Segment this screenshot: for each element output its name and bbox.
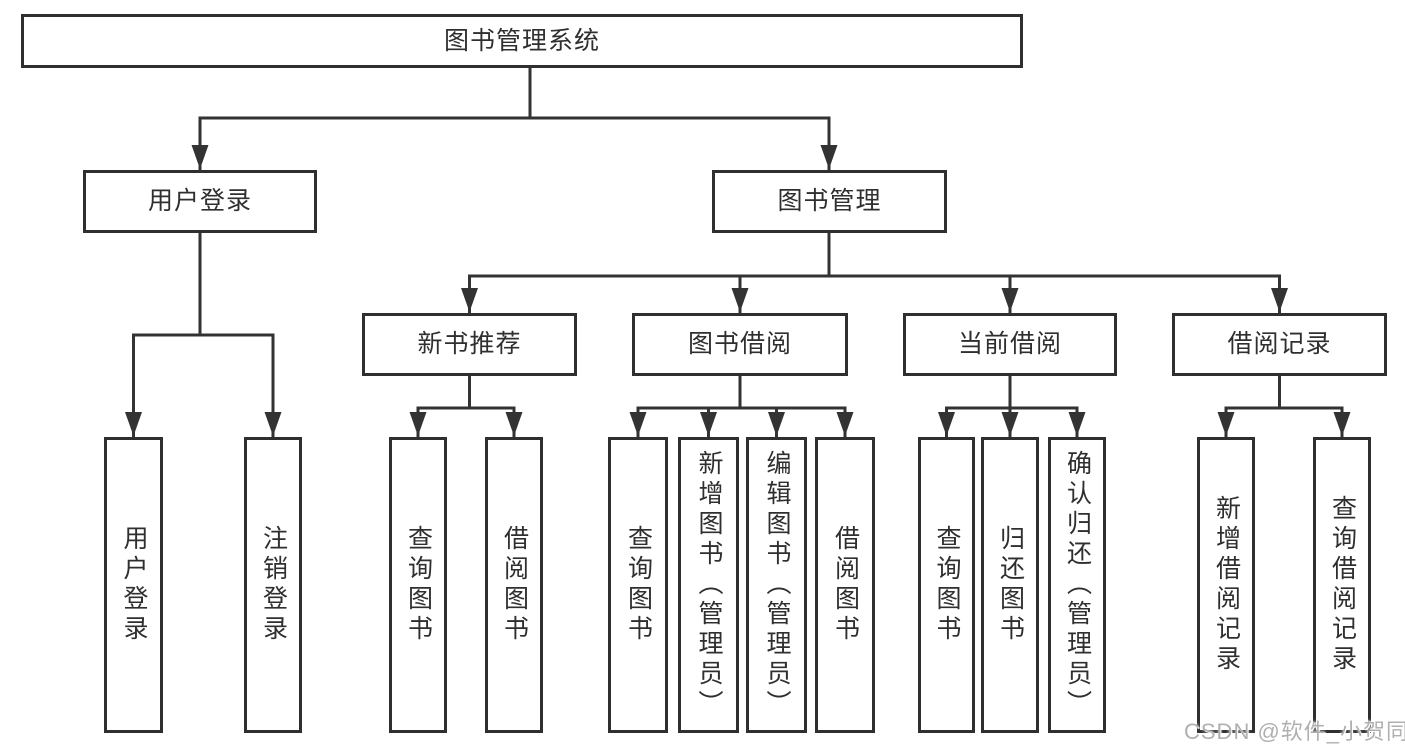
node-label: 借阅记录	[1227, 330, 1332, 358]
leaf-query-books-borrowing: 查询图书	[608, 437, 668, 733]
node-library-management-system: 图书管理系统	[21, 14, 1023, 68]
leaf-label: 归还图书	[996, 525, 1025, 645]
leaf-confirm-return-admin: 确认归还（管理员）	[1048, 437, 1106, 733]
leaf-edit-books-admin: 编辑图书（管理员）	[746, 437, 807, 733]
leaf-label: 查询图书	[624, 525, 653, 645]
leaf-label: 借阅图书	[500, 525, 529, 645]
leaf-label: 注销登录	[259, 525, 288, 645]
node-new-book-recommendation: 新书推荐	[362, 313, 577, 376]
leaf-label: 新增图书（管理员）	[695, 450, 723, 720]
node-book-management: 图书管理	[712, 170, 947, 233]
node-label: 新书推荐	[417, 330, 522, 358]
leaf-label: 查询图书	[933, 525, 961, 645]
connector-segment	[416, 374, 516, 410]
node-label: 用户登录	[147, 187, 252, 215]
node-user-login: 用户登录	[83, 170, 317, 233]
leaf-add-books-admin: 新增图书（管理员）	[678, 437, 739, 733]
leaf-query-books-recommend: 查询图书	[389, 437, 447, 733]
edges-book-borrowing	[629, 374, 854, 438]
node-book-borrowing: 图书借阅	[632, 313, 848, 376]
leaf-return-books: 归还图书	[981, 437, 1039, 733]
leaf-label: 用户登录	[120, 525, 148, 645]
node-label: 当前借阅	[957, 330, 1062, 358]
connector-segment	[945, 374, 1079, 410]
leaf-label: 编辑图书（管理员）	[763, 450, 791, 720]
leaf-borrow-books: 借阅图书	[815, 437, 875, 733]
edges-new-book-recommendation	[409, 374, 523, 438]
csdn-watermark: CSDN @软件_小贺同学	[1184, 719, 1405, 744]
connector-segment	[468, 231, 1281, 278]
leaf-query-books-current: 查询图书	[918, 437, 975, 733]
connector-segment	[132, 231, 275, 337]
node-label: 图书管理系统	[443, 26, 600, 55]
leaf-label: 借阅图书	[831, 525, 860, 645]
edges-borrowing-records	[1217, 374, 1351, 438]
edges-user-login	[125, 231, 282, 438]
connector-segment	[1224, 374, 1344, 410]
edges-current-borrowing	[938, 374, 1086, 438]
leaf-label: 查询借阅记录	[1328, 495, 1357, 675]
leaf-add-borrow-record: 新增借阅记录	[1197, 437, 1255, 733]
node-label: 图书管理	[777, 187, 882, 215]
leaf-user-login: 用户登录	[104, 437, 163, 733]
edges-book-management	[461, 231, 1288, 314]
edges-root	[191, 66, 838, 171]
leaf-label: 新增借阅记录	[1212, 495, 1241, 675]
connector-segment	[198, 66, 831, 120]
leaf-label: 确认归还（管理员）	[1063, 450, 1092, 720]
leaf-label: 查询图书	[404, 525, 433, 645]
node-label: 图书借阅	[687, 330, 792, 358]
node-current-borrowing: 当前借阅	[903, 313, 1117, 376]
leaf-query-borrow-record: 查询借阅记录	[1313, 437, 1371, 733]
leaf-borrow-books-recommend: 借阅图书	[485, 437, 543, 733]
leaf-logout: 注销登录	[244, 437, 302, 733]
connector-segment	[636, 374, 847, 410]
node-borrowing-records: 借阅记录	[1172, 313, 1387, 376]
